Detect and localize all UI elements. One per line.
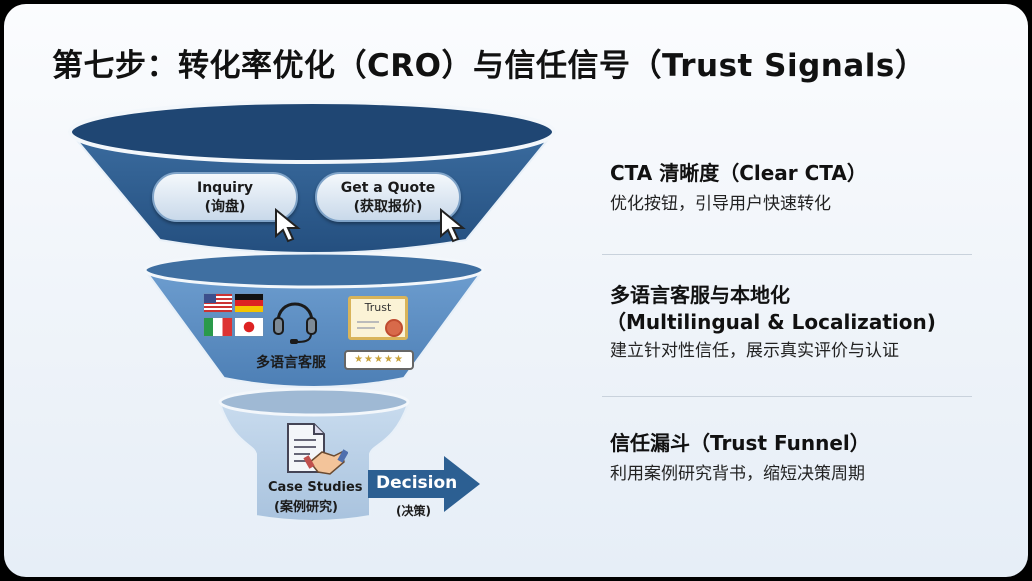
slide: 第七步：转化率优化（CRO）与信任信号（Trust Signals） Inqui…: [4, 4, 1028, 577]
case-studies-label: Case Studies: [268, 480, 363, 495]
get-a-quote-sub: (获取报价): [353, 199, 423, 215]
section-multilingual: 多语言客服与本地化 （Multilingual & Localization) …: [606, 282, 936, 364]
inquiry-sub: (询盘): [204, 199, 246, 215]
cursor-icon: [275, 208, 301, 243]
inquiry-label: Inquiry: [197, 180, 253, 196]
get-a-quote-button[interactable]: Get a Quote (获取报价): [315, 172, 461, 222]
divider: [602, 254, 972, 255]
headset-icon: [273, 302, 317, 344]
multilingual-support-label: 多语言客服: [256, 355, 326, 371]
section-heading: 信任漏斗（Trust Funnel）: [610, 431, 870, 455]
section-desc: 优化按钮，引导用户快速转化: [610, 194, 831, 214]
decision-sub: (决策): [396, 504, 431, 518]
rating-stars: ★★★★★: [344, 350, 414, 370]
japan-flag-icon: [235, 318, 263, 336]
trust-certificate-icon: Trust: [348, 296, 408, 340]
section-heading: 多语言客服与本地化: [610, 283, 790, 307]
case-studies-sub: (案例研究): [274, 500, 338, 515]
section-heading: CTA 清晰度（Clear CTA）: [610, 161, 867, 185]
divider: [602, 396, 972, 397]
us-flag-icon: [204, 294, 232, 312]
section-trust-funnel: 信任漏斗（Trust Funnel） 利用案例研究背书，缩短决策周期: [610, 430, 870, 487]
section-desc: 利用案例研究背书，缩短决策周期: [610, 464, 865, 484]
decision-label: Decision: [376, 473, 458, 493]
page-title: 第七步：转化率优化（CRO）与信任信号（Trust Signals）: [52, 48, 927, 84]
section-desc: 建立针对性信任，展示真实评价与认证: [610, 341, 899, 361]
get-a-quote-label: Get a Quote: [340, 180, 436, 196]
italy-flag-icon: [204, 318, 232, 336]
decision-arrow: [368, 456, 480, 512]
trust-badge-label: Trust: [364, 301, 392, 314]
inquiry-button[interactable]: Inquiry (询盘): [152, 172, 298, 222]
cursor-icon: [440, 208, 466, 243]
document-handshake-icon: [287, 423, 348, 475]
section-heading-2: （Multilingual & Localization): [606, 310, 936, 334]
germany-flag-icon: [235, 294, 263, 312]
funnel-tier-1: [67, 100, 557, 254]
section-clear-cta: CTA 清晰度（Clear CTA） 优化按钮，引导用户快速转化: [610, 160, 867, 217]
